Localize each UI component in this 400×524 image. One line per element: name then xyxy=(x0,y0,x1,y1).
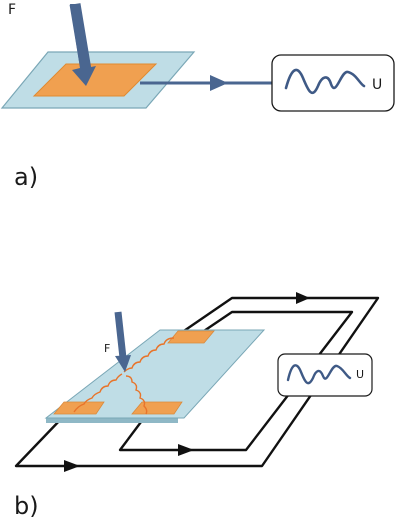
force-arrow-icon xyxy=(114,311,131,372)
output-label-a: U xyxy=(372,77,382,93)
caption-a: a) xyxy=(14,163,38,191)
output-label-b: U xyxy=(356,368,364,381)
output-box-b xyxy=(277,353,373,397)
electrode-a xyxy=(32,63,158,97)
force-label-a: F xyxy=(8,2,16,18)
waveform-icon xyxy=(284,68,366,95)
output-box-a xyxy=(271,54,395,112)
panel-b: F U b) xyxy=(14,292,380,520)
substrate-plate-b xyxy=(44,329,266,419)
electrode-left-b xyxy=(53,401,105,415)
force-label-b: F xyxy=(104,342,110,355)
force-arrow-icon xyxy=(69,3,96,86)
panel-a: F U a) xyxy=(0,2,395,191)
circuit-arrow-bottom-outer xyxy=(64,460,80,472)
caption-b: b) xyxy=(14,492,39,520)
electrode-top-b xyxy=(167,330,215,344)
spring-lines xyxy=(73,337,175,415)
substrate-side-b xyxy=(46,418,178,423)
signal-arrowhead-a xyxy=(210,75,228,91)
circuit-arrow-top xyxy=(296,292,310,304)
waveform-icon xyxy=(286,364,352,385)
circuit-arrow-bottom-inner xyxy=(178,444,194,456)
